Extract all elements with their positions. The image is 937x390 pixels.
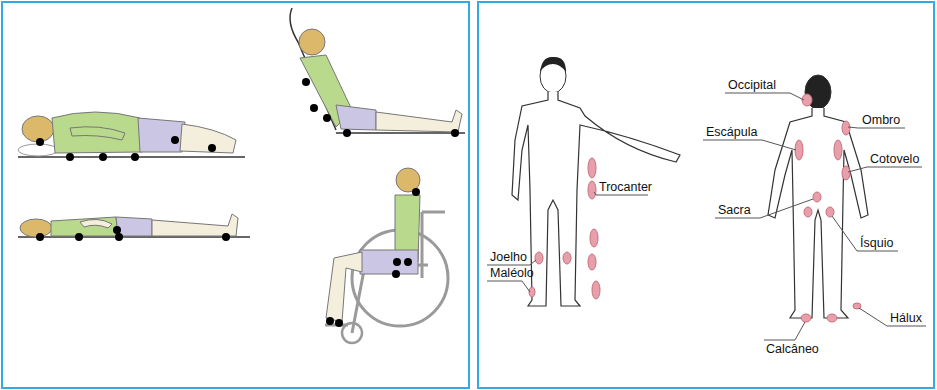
pressure-dot — [323, 114, 331, 122]
pressure-area — [588, 158, 596, 178]
panel-frame — [2, 2, 469, 388]
leader-line — [725, 93, 804, 100]
body-part-label: Maléolo — [490, 266, 534, 280]
arm — [80, 219, 112, 228]
pressure-area — [801, 314, 811, 322]
pressure-area — [842, 166, 850, 180]
body-part-label: Ísquio — [860, 236, 893, 250]
pillow — [18, 144, 58, 156]
shirt — [52, 112, 142, 153]
pressure-area — [535, 252, 543, 264]
pressure-dot — [99, 153, 107, 161]
body-outline — [512, 92, 680, 306]
leader-line — [487, 281, 530, 292]
pressure-area — [827, 314, 837, 322]
arm — [70, 127, 125, 140]
pressure-areas — [795, 94, 861, 322]
shorts — [360, 250, 418, 274]
pressure-area — [590, 229, 598, 247]
leader-line — [848, 127, 905, 128]
head — [20, 219, 52, 237]
shorts — [116, 217, 152, 236]
pressure-area — [813, 192, 821, 202]
pressure-area — [826, 207, 834, 217]
pressure-dot — [302, 78, 310, 86]
hair — [540, 57, 566, 72]
pressure-dots — [36, 226, 230, 241]
pressure-area — [795, 140, 803, 160]
legs — [326, 252, 362, 322]
leader-line — [715, 199, 813, 218]
pressure-dot — [208, 144, 216, 152]
shorts — [138, 118, 185, 152]
pressure-dots — [302, 78, 459, 137]
pressure-dots — [36, 136, 216, 161]
body-part-label: Cotovelo — [870, 152, 919, 166]
pressure-area — [592, 281, 600, 299]
body-part-label: Ombro — [862, 113, 900, 127]
pressure-dot — [393, 258, 401, 266]
body-part-label: Calcâneo — [766, 342, 819, 356]
leader-line — [848, 167, 922, 172]
pressure-dot — [66, 153, 74, 161]
leader-line — [832, 216, 898, 251]
panel-frame — [478, 2, 934, 388]
pressure-dot — [326, 317, 334, 325]
body-part-label: Occipital — [728, 78, 776, 92]
head — [22, 116, 54, 142]
legs — [152, 214, 238, 236]
leader-lines — [487, 93, 926, 340]
body-part-label: Joelho — [490, 250, 527, 264]
pressure-dot — [412, 188, 420, 196]
chair-frame — [325, 212, 445, 333]
pressure-dot — [343, 129, 351, 137]
leader-line — [703, 140, 796, 150]
pressure-area — [588, 181, 596, 199]
pressure-dot — [451, 129, 459, 137]
pressure-dot — [36, 233, 44, 241]
shirt — [51, 217, 118, 236]
pressure-dot — [113, 226, 121, 234]
legs — [376, 110, 462, 132]
pressure-area — [842, 121, 850, 135]
head — [299, 29, 325, 55]
body-outline — [768, 108, 868, 318]
pressure-dot — [171, 136, 179, 144]
pressure-areas — [529, 158, 600, 299]
body-part-label: Trocanter — [599, 180, 652, 194]
shorts — [336, 105, 376, 130]
pressure-area — [588, 254, 596, 270]
body-part-label: Escápula — [706, 125, 757, 139]
pressure-dot — [75, 233, 83, 241]
pressure-area — [804, 207, 812, 217]
leader-line — [764, 322, 805, 340]
body-part-label: Hálux — [890, 311, 922, 325]
pressure-dot — [36, 138, 44, 146]
bed-line — [336, 132, 465, 134]
pressure-dot — [131, 153, 139, 161]
pressure-area — [563, 252, 571, 264]
pressure-dot — [392, 270, 400, 278]
pressure-dot — [310, 104, 318, 112]
pressure-area — [834, 140, 842, 160]
pressure-dots — [326, 188, 420, 327]
legs — [180, 124, 236, 153]
body-part-label: Sacra — [718, 203, 751, 217]
pressure-dot — [335, 319, 343, 327]
leader-line — [859, 308, 926, 326]
pressure-dot — [222, 233, 230, 241]
pressure-dot — [115, 233, 123, 241]
pressure-dot — [404, 258, 412, 266]
